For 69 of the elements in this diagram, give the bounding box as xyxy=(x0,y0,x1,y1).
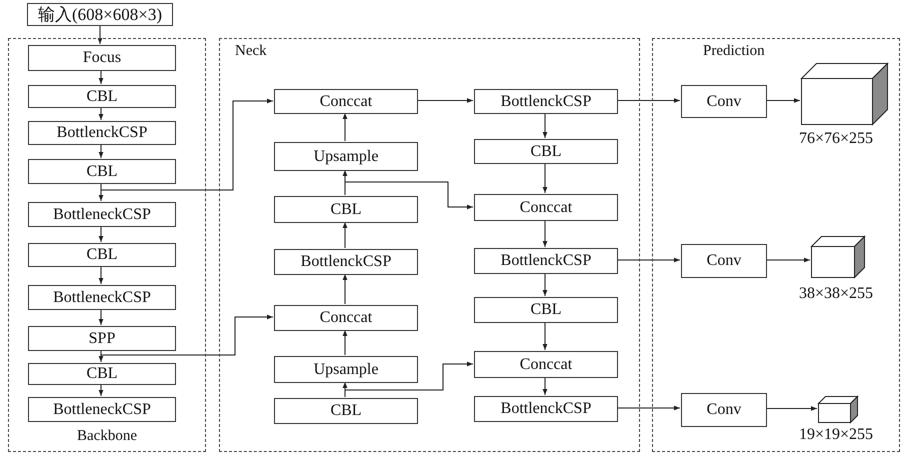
arrow xyxy=(766,258,810,262)
arrow xyxy=(100,98,274,190)
size-label: 76×76×255 xyxy=(798,130,874,148)
layer-box: Conccat xyxy=(474,194,618,221)
layer-box: CBL xyxy=(28,243,176,267)
arrow xyxy=(542,272,548,296)
arrow xyxy=(344,182,474,210)
arrow xyxy=(542,376,548,396)
arrow xyxy=(342,112,348,142)
panel-title: Prediction xyxy=(703,43,765,60)
input-box: 输入(608×608×3) xyxy=(27,3,173,26)
layer-box: BottleneckCSP xyxy=(28,397,176,422)
layer-box: Upsample xyxy=(274,356,418,383)
layer-box: BottleneckCSP xyxy=(28,202,176,227)
arrow xyxy=(616,406,680,410)
layer-box: BottlenckCSP xyxy=(28,121,176,145)
layer-box: BottlenckCSP xyxy=(474,248,618,274)
layer-box: CBL xyxy=(28,85,176,108)
arrow xyxy=(342,274,348,304)
dashed-panel xyxy=(652,38,900,452)
layer-box: Upsample xyxy=(274,142,418,171)
layer-box: Conccat xyxy=(274,305,418,331)
layer-box: Focus xyxy=(28,45,176,71)
arrow xyxy=(98,308,104,326)
tensor-cube xyxy=(811,236,865,278)
arrow xyxy=(98,144,104,158)
arrow xyxy=(98,26,102,44)
dashed-panel xyxy=(219,38,640,452)
arrow xyxy=(98,106,104,120)
layer-box: BottlenckCSP xyxy=(474,89,618,114)
arrow xyxy=(416,98,474,103)
arrow xyxy=(616,258,680,262)
layer-box: CBL xyxy=(474,297,618,323)
layer-box: CBL xyxy=(28,363,176,385)
panel-title: Backbone xyxy=(76,428,138,445)
layer-box: BottleneckCSP xyxy=(28,285,176,310)
arrow xyxy=(100,314,274,356)
arrow xyxy=(542,112,548,138)
layer-box: Conccat xyxy=(474,351,618,378)
layer-box: SPP xyxy=(28,326,176,351)
layer-box: CBL xyxy=(28,159,176,184)
arrow xyxy=(616,98,680,103)
size-label: 38×38×255 xyxy=(798,285,874,303)
dashed-panel xyxy=(8,38,206,452)
layer-box: Conv xyxy=(681,85,767,118)
layer-box: BottlenckCSP xyxy=(274,249,418,275)
arrow xyxy=(766,406,818,411)
arrow xyxy=(98,226,104,242)
layer-box: Conv xyxy=(681,393,767,427)
arrow xyxy=(542,162,548,194)
layer-box: CBL xyxy=(274,196,418,223)
arrow xyxy=(342,330,348,356)
panel-title: Neck xyxy=(235,43,267,60)
layer-box: CBL xyxy=(274,398,418,424)
arrow xyxy=(344,362,474,398)
layer-box: Conccat xyxy=(274,89,418,114)
arrow xyxy=(98,70,104,84)
arrow xyxy=(98,384,104,396)
tensor-cube xyxy=(801,63,888,125)
arrow xyxy=(542,220,548,248)
arrow xyxy=(98,266,104,284)
arrow xyxy=(542,322,548,350)
tensor-cube xyxy=(818,396,858,423)
size-label: 19×19×255 xyxy=(798,426,874,444)
arrow xyxy=(342,222,348,248)
layer-box: BottlenckCSP xyxy=(474,396,618,422)
arrow xyxy=(766,98,800,103)
layer-box: CBL xyxy=(474,139,618,164)
layer-box: Conv xyxy=(681,244,767,278)
